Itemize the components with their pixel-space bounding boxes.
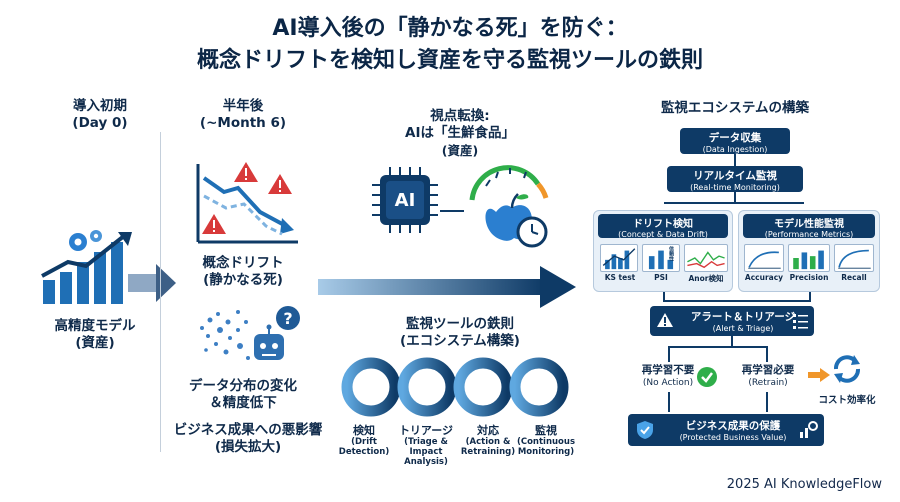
connector-line — [668, 346, 670, 362]
loop-ring-4 — [509, 357, 569, 417]
refresh-cycle-icon — [834, 355, 860, 383]
connector-line — [668, 346, 768, 348]
connector-line — [766, 346, 768, 362]
loop-item-action: 対応 (Action & Retraining) — [460, 424, 516, 457]
connector-line — [668, 392, 670, 412]
drift-detection-box: ドリフト検知 (Concept & Data Drift) — [598, 214, 728, 239]
precision-chart-icon — [788, 244, 830, 272]
connector-line — [663, 292, 665, 302]
connector-line — [440, 210, 464, 212]
protected-business-value-box: ビジネス成果の保護 (Protected Business Value) — [628, 414, 824, 446]
data-scatter-robot-icon: ? — [200, 306, 300, 360]
big-arrow-right-icon — [318, 266, 576, 308]
shield-icon — [637, 421, 653, 439]
connector-line — [809, 292, 811, 302]
psi-chart-icon — [642, 244, 680, 272]
page-title-line2: 概念ドリフトを検知し資産を守る監視ツールの鉄則 — [196, 48, 703, 73]
connector-line — [731, 336, 733, 346]
concept-drift-label: 概念ドリフト (静かなる死) — [202, 255, 284, 288]
recall-label: Recall — [841, 273, 867, 282]
loop-ring-3 — [453, 357, 513, 417]
precision-label: Precision — [789, 273, 829, 282]
no-retrain-label: 再学習不要 (No Action) — [641, 364, 695, 388]
arrow-right-icon — [128, 264, 176, 302]
stage2-heading: 半年後 (~Month 6) — [199, 98, 287, 131]
ai-chip-icon — [372, 167, 438, 233]
check-icon — [697, 367, 717, 387]
ecosystem-heading: 監視エコシステムの構築 — [660, 100, 810, 116]
loop-item-monitor: 監視 (Continuous Monitoring) — [516, 424, 576, 457]
cycle-loop-diagram — [341, 357, 569, 417]
business-impact-label: ビジネス成果への悪影響 (損失拡大) — [173, 422, 323, 455]
connector-line — [734, 192, 736, 202]
anomaly-label: Anor検知 — [688, 274, 724, 283]
loop-ring-2 — [397, 357, 457, 417]
psi-label: PSI — [654, 273, 668, 282]
ks-test-label: KS test — [604, 273, 636, 282]
anomaly-chart-icon — [684, 244, 728, 272]
loop-ring-1 — [341, 357, 401, 417]
footer-credit: 2025 AI KnowledgeFlow — [726, 477, 882, 492]
perspective-heading: 視点転換: AIは「生鮮食品」 (資産) — [405, 108, 515, 158]
connector-line — [734, 154, 736, 166]
ks-test-chart-icon — [600, 244, 638, 272]
warning-icon — [657, 313, 673, 327]
divider — [160, 132, 161, 452]
rules-heading: 監視ツールの鉄則 (エコシステム構築) — [400, 316, 520, 349]
loop-item-triage: トリアージ (Triage & Impact Analysis) — [398, 424, 454, 467]
gear-chart-icon — [800, 421, 818, 438]
loop-item-detect: 検知 (Drift Detection) — [338, 424, 390, 457]
data-ingestion-box: データ収集 (Data Ingestion) — [680, 128, 790, 154]
retrain-label: 再学習必要 (Retrain) — [741, 364, 795, 388]
realtime-monitoring-box: リアルタイム監視 (Real-time Monitoring) — [667, 166, 803, 192]
declining-chart-icon — [196, 162, 298, 244]
alert-triage-box: アラート＆トリアージ (Alert & Triage) — [650, 306, 814, 336]
apple-timer-icon — [469, 165, 549, 248]
stage1-label: 高精度モデル (資産) — [54, 318, 136, 351]
recall-chart-icon — [834, 244, 874, 272]
list-icon — [793, 314, 808, 329]
svg-text:?: ? — [283, 309, 292, 328]
growth-chart-icon — [41, 230, 132, 304]
orange-arrow-icon — [808, 368, 830, 382]
connector-line — [663, 300, 811, 302]
cost-efficiency-label: コスト効率化 — [818, 395, 876, 406]
accuracy-chart-icon — [744, 244, 784, 272]
connector-line — [766, 392, 768, 412]
distribution-change-label: データ分布の変化 ＆精度低下 — [189, 378, 297, 411]
psi-side-note: 信頼性 — [668, 246, 674, 261]
stage1-heading: 導入初期 (Day 0) — [72, 98, 128, 131]
ai-chip-label: AI — [394, 190, 416, 211]
accuracy-label: Accuracy — [744, 273, 784, 282]
performance-metrics-box: モデル性能監視 (Performance Metrics) — [743, 214, 875, 239]
connector-line — [664, 202, 804, 204]
page-title-line1: AI導入後の「静かなる死」を防ぐ： — [272, 16, 628, 41]
